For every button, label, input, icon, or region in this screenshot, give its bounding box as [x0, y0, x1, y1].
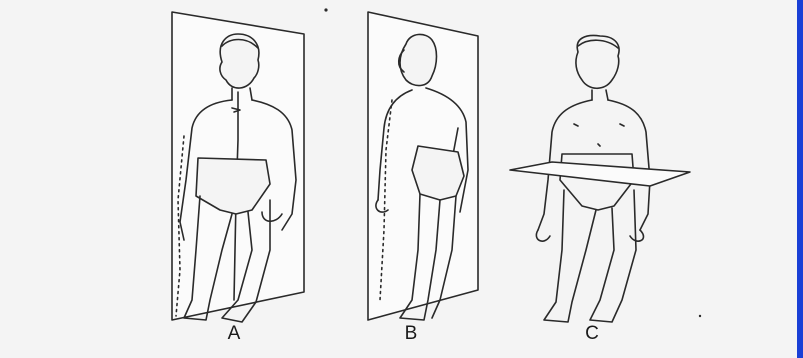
image-border [797, 0, 803, 358]
figure-b-frontal [368, 12, 478, 320]
speck [324, 8, 327, 11]
figure-label-c: C [577, 323, 607, 345]
figure-label-b: B [396, 323, 426, 345]
figure-label-a: A [219, 323, 249, 345]
figure-a-sagittal [172, 12, 304, 322]
speck [699, 315, 701, 317]
